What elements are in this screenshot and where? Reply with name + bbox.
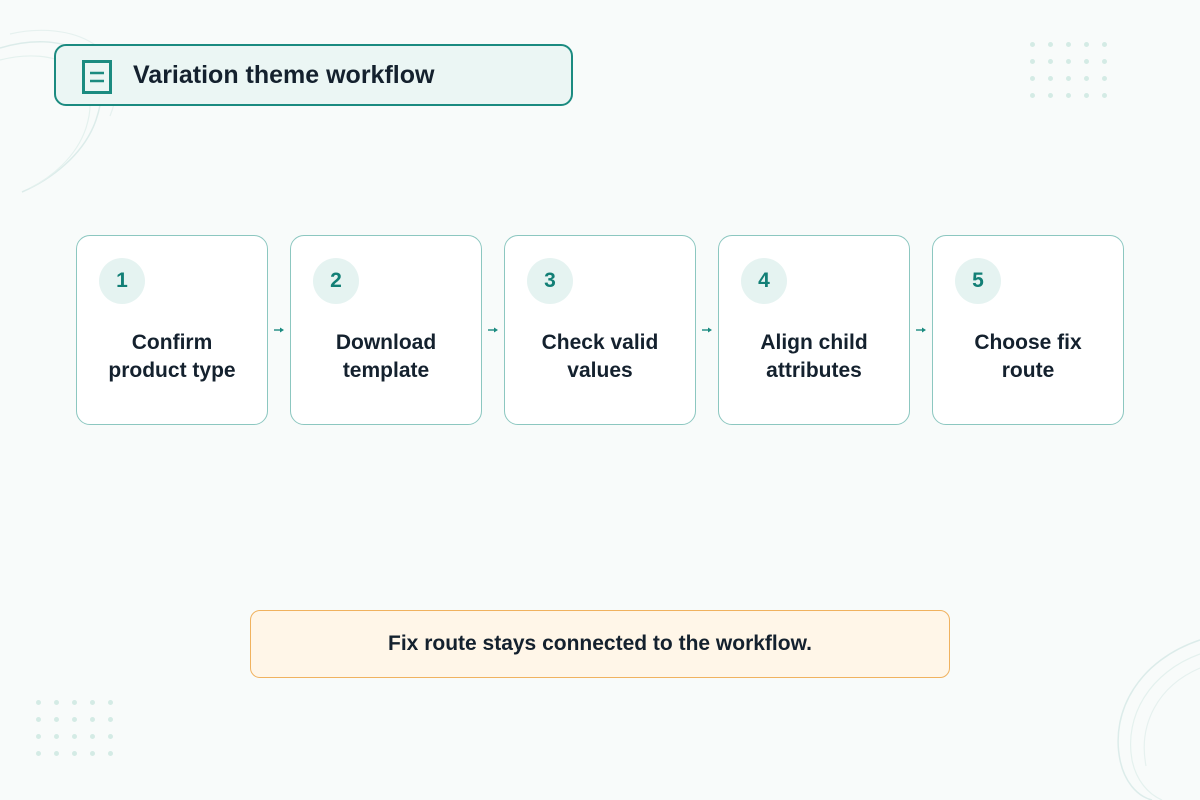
step-label: Confirm product type: [108, 331, 236, 382]
step-card-1: 1 Confirm product type: [76, 235, 268, 425]
step-number-badge: 3: [527, 258, 573, 304]
step-number-badge: 4: [741, 258, 787, 304]
title-banner: Variation theme workflow: [54, 44, 573, 106]
step-label: Choose fix route: [974, 331, 1082, 382]
document-icon: [82, 60, 112, 94]
step-card-4: 4 Align child attributes: [718, 235, 910, 425]
step-number-badge: 5: [955, 258, 1001, 304]
decorative-dot-grid-top-right: [1030, 42, 1107, 98]
step-card-5: 5 Choose fix route: [932, 235, 1124, 425]
decorative-arcs-bottom-right: [1117, 639, 1200, 800]
note-text: Fix route stays connected to the workflo…: [388, 632, 812, 655]
arrow-right-icon: [274, 327, 284, 333]
step-label: Check valid values: [541, 331, 659, 382]
arrow-right-icon: [702, 327, 712, 333]
step-card-2: 2 Download template: [290, 235, 482, 425]
step-number-badge: 2: [313, 258, 359, 304]
step-number-badge: 1: [99, 258, 145, 304]
decorative-dot-grid-bottom-left: [36, 700, 113, 756]
step-label: Align child attributes: [760, 331, 868, 382]
page-title: Variation theme workflow: [133, 60, 435, 89]
arrow-right-icon: [488, 327, 498, 333]
note-callout: Fix route stays connected to the workflo…: [250, 610, 950, 678]
step-card-3: 3 Check valid values: [504, 235, 696, 425]
step-label: Download template: [335, 331, 437, 382]
arrow-right-icon: [916, 327, 926, 333]
